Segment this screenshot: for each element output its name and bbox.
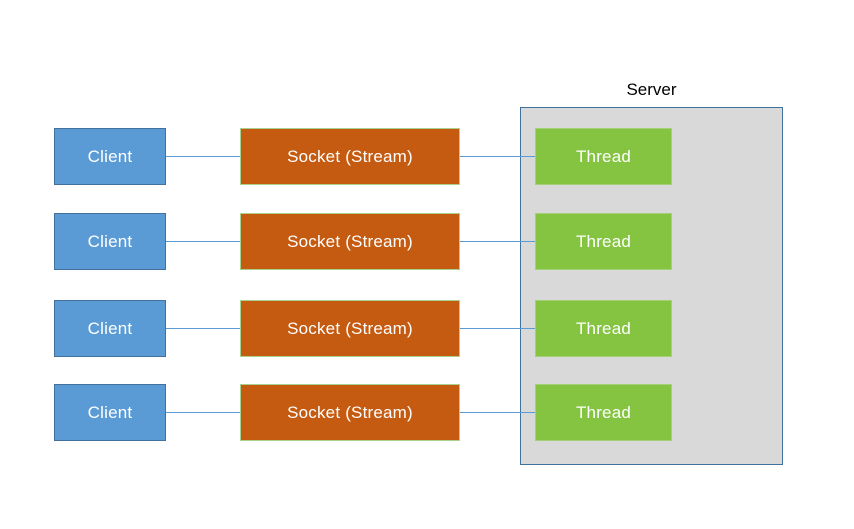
thread-box: Thread	[535, 384, 672, 441]
client-socket-connector	[166, 241, 240, 242]
client-socket-connector	[166, 328, 240, 329]
socket-thread-connector	[460, 328, 535, 329]
socket-box: Socket (Stream)	[240, 128, 460, 185]
socket-thread-connector	[460, 412, 535, 413]
client-socket-connector	[166, 412, 240, 413]
socket-thread-connector	[460, 241, 535, 242]
thread-box: Thread	[535, 128, 672, 185]
client-box: Client	[54, 128, 166, 185]
client-socket-connector	[166, 156, 240, 157]
socket-box: Socket (Stream)	[240, 300, 460, 357]
thread-box: Thread	[535, 213, 672, 270]
socket-thread-connector	[460, 156, 535, 157]
client-box: Client	[54, 213, 166, 270]
socket-box: Socket (Stream)	[240, 213, 460, 270]
server-label: Server	[626, 80, 677, 99]
client-box: Client	[54, 300, 166, 357]
client-box: Client	[54, 384, 166, 441]
socket-box: Socket (Stream)	[240, 384, 460, 441]
thread-box: Thread	[535, 300, 672, 357]
